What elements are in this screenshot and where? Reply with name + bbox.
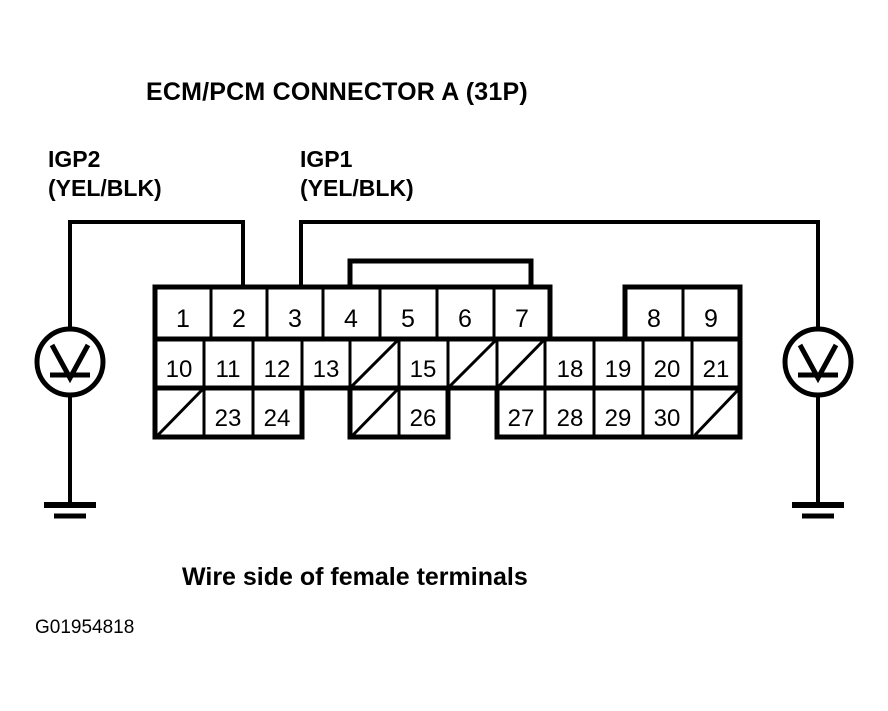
probe-label-igp2-color: (YEL/BLK) xyxy=(48,175,162,201)
pin-cell-13: 13 xyxy=(313,356,340,383)
pin-cell-22-empty-slash xyxy=(156,388,204,437)
pin-cell-20: 20 xyxy=(654,356,681,383)
pin-cell-10: 10 xyxy=(166,356,193,383)
figure-code: G01954818 xyxy=(35,617,134,638)
pin-cell-7: 7 xyxy=(515,305,529,333)
pin-cell-6: 6 xyxy=(458,305,472,333)
probe-label-igp1-name: IGP1 xyxy=(300,146,353,172)
pin-cell-12: 12 xyxy=(264,356,291,383)
pin-row-top-group-1: 1 2 3 4 5 6 7 xyxy=(152,284,553,342)
pin-cell-25-empty-slash xyxy=(351,388,399,437)
voltmeter-left xyxy=(34,326,106,519)
pin-cell-4: 4 xyxy=(344,305,358,333)
pin-cell-19: 19 xyxy=(605,356,632,383)
figure-caption: Wire side of female terminals xyxy=(182,563,528,591)
connector-latch-tab xyxy=(347,258,534,288)
ground-icon-right xyxy=(792,502,844,519)
pin-row-bottom-group-1: 23 24 xyxy=(152,385,305,440)
pin-cell-1: 1 xyxy=(176,305,190,333)
wire-igp1 xyxy=(299,220,820,332)
pin-row-bottom-group-2: 26 xyxy=(347,385,451,440)
pin-cell-28: 28 xyxy=(557,405,584,432)
pin-cell-23: 23 xyxy=(215,405,242,432)
pin-row-bottom-group-3: 27 28 29 30 xyxy=(494,385,743,440)
pin-row-middle: 10 11 12 13 15 18 19 20 21 xyxy=(152,336,743,391)
pin-cell-21: 21 xyxy=(703,356,730,383)
pin-cell-29: 29 xyxy=(605,405,632,432)
wire-igp2 xyxy=(68,220,245,332)
pin-cell-15: 15 xyxy=(410,356,437,383)
pin-cell-14-empty-slash xyxy=(350,339,399,388)
pin-cell-31-empty-slash xyxy=(693,388,740,437)
connector-pin-grid: 1 2 3 4 5 6 7 8 9 xyxy=(152,284,743,440)
pin-cell-2: 2 xyxy=(232,305,246,333)
probe-label-igp2-name: IGP2 xyxy=(48,146,100,172)
pin-cell-5: 5 xyxy=(401,305,415,333)
pin-cell-27: 27 xyxy=(508,405,535,432)
pin-cell-9: 9 xyxy=(704,305,718,333)
pin-cell-17-empty-slash xyxy=(497,339,545,388)
pin-cell-18: 18 xyxy=(557,356,584,383)
pin-cell-11: 11 xyxy=(216,356,241,383)
pin-cell-30: 30 xyxy=(654,405,681,432)
pin-cell-26: 26 xyxy=(410,405,437,432)
pin-cell-16-empty-slash xyxy=(448,339,497,388)
pin-cell-3: 3 xyxy=(288,305,302,333)
ground-icon-left xyxy=(44,502,96,519)
probe-label-igp1-color: (YEL/BLK) xyxy=(300,175,414,201)
page-title: ECM/PCM CONNECTOR A (31P) xyxy=(146,78,528,106)
pin-cell-24: 24 xyxy=(264,405,291,432)
pin-cell-8: 8 xyxy=(647,305,661,333)
voltmeter-right xyxy=(782,326,854,519)
pin-row-top-group-2: 8 9 xyxy=(622,284,743,342)
